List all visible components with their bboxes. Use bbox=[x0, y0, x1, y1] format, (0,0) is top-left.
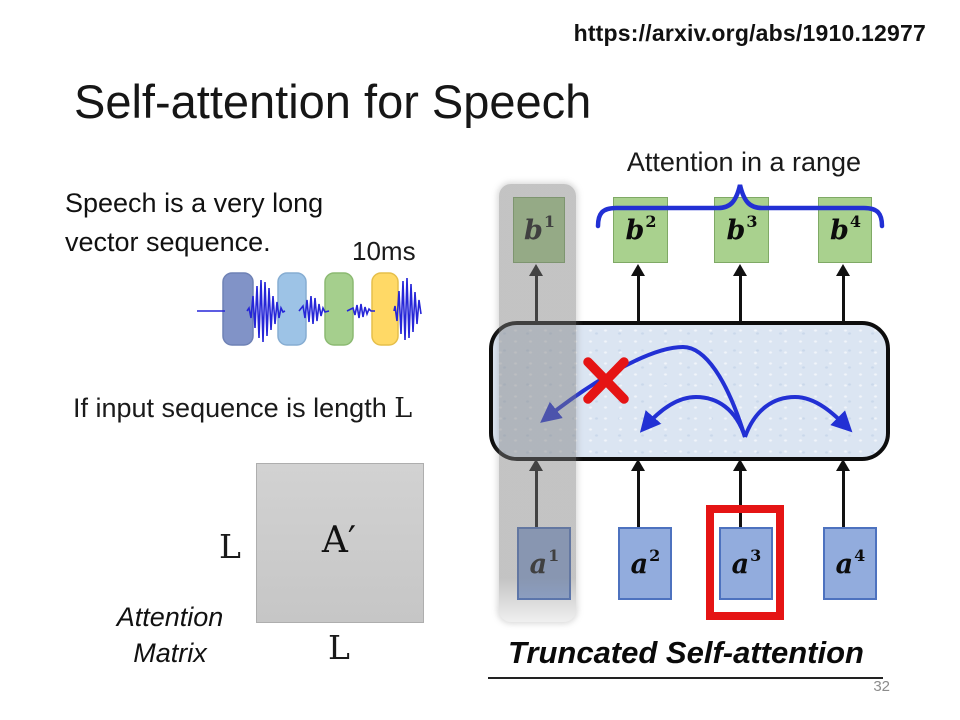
page-title: Self-attention for Speech bbox=[74, 75, 592, 128]
page-number: 32 bbox=[873, 678, 890, 695]
arrow-up-icon bbox=[733, 264, 747, 322]
speech-waveform-figure bbox=[197, 272, 422, 346]
b3-sup: 3 bbox=[746, 212, 758, 231]
attention-matrix-square bbox=[256, 463, 424, 623]
right-neighbor-curve bbox=[743, 394, 853, 438]
input-box-a4: a4 bbox=[823, 527, 877, 600]
a2-label: a bbox=[630, 548, 649, 580]
selection-frame-a3 bbox=[706, 505, 784, 620]
intro-line-2: vector sequence. bbox=[65, 227, 271, 257]
matrix-caption-line-2: Matrix bbox=[133, 638, 207, 668]
b4-label: b bbox=[829, 215, 849, 246]
range-brace-icon bbox=[595, 184, 885, 229]
a1-label: a bbox=[529, 548, 548, 580]
b4-sup: 4 bbox=[849, 212, 862, 231]
arrow-up-icon bbox=[631, 459, 645, 527]
b3-label: b bbox=[726, 215, 746, 246]
diagram-caption: Truncated Self-attention bbox=[508, 635, 864, 670]
matrix-row-dim-label: L bbox=[219, 527, 241, 566]
intro-line-1: Speech is a very long bbox=[65, 188, 324, 218]
matrix-caption: Attention Matrix bbox=[92, 599, 248, 671]
a1-sup: 1 bbox=[548, 545, 560, 565]
long-attention-curve bbox=[540, 344, 747, 438]
length-note: If input sequence is length L bbox=[73, 393, 412, 424]
b1-label: b bbox=[523, 215, 543, 246]
arrow-up-icon bbox=[836, 264, 850, 322]
arrow-up-icon bbox=[529, 459, 543, 527]
frame-duration-label: 10ms bbox=[352, 236, 416, 266]
arrow-up-icon bbox=[631, 264, 645, 322]
arxiv-url-link[interactable]: https://arxiv.org/abs/1910.12977 bbox=[573, 20, 926, 46]
intro-text: Speech is a very long vector sequence. bbox=[65, 184, 323, 262]
frame-box-1 bbox=[222, 272, 254, 346]
b2-sup: 2 bbox=[645, 212, 657, 231]
b1-sup: 1 bbox=[543, 212, 556, 231]
arrow-up-icon bbox=[733, 459, 747, 527]
cross-out-icon bbox=[583, 357, 629, 404]
waveform-line bbox=[197, 277, 422, 343]
length-symbol: L bbox=[394, 393, 413, 424]
a3-sup: 3 bbox=[750, 545, 762, 565]
frame-box-3 bbox=[324, 272, 354, 346]
caption-underline bbox=[488, 677, 883, 679]
attention-curves bbox=[540, 344, 853, 438]
matrix-caption-line-1: Attention bbox=[116, 602, 224, 632]
left-neighbor-curve bbox=[639, 394, 747, 438]
range-label: Attention in a range bbox=[626, 147, 862, 177]
matrix-col-dim-label: L bbox=[328, 628, 350, 667]
length-note-text: If input sequence is length bbox=[73, 393, 387, 423]
a2-sup: 2 bbox=[649, 545, 661, 565]
a4-label: a bbox=[835, 548, 854, 580]
a3-label: a bbox=[731, 548, 750, 580]
input-box-a1: a1 bbox=[517, 527, 571, 600]
matrix-symbol: A′ bbox=[321, 520, 357, 561]
a4-sup: 4 bbox=[854, 545, 866, 565]
input-box-a3: a3 bbox=[719, 527, 773, 600]
b2-label: b bbox=[625, 215, 645, 246]
input-box-a2: a2 bbox=[618, 527, 672, 600]
output-box-b1: b1 bbox=[513, 197, 565, 263]
arrow-up-icon bbox=[836, 459, 850, 527]
arrow-up-icon bbox=[529, 264, 543, 322]
